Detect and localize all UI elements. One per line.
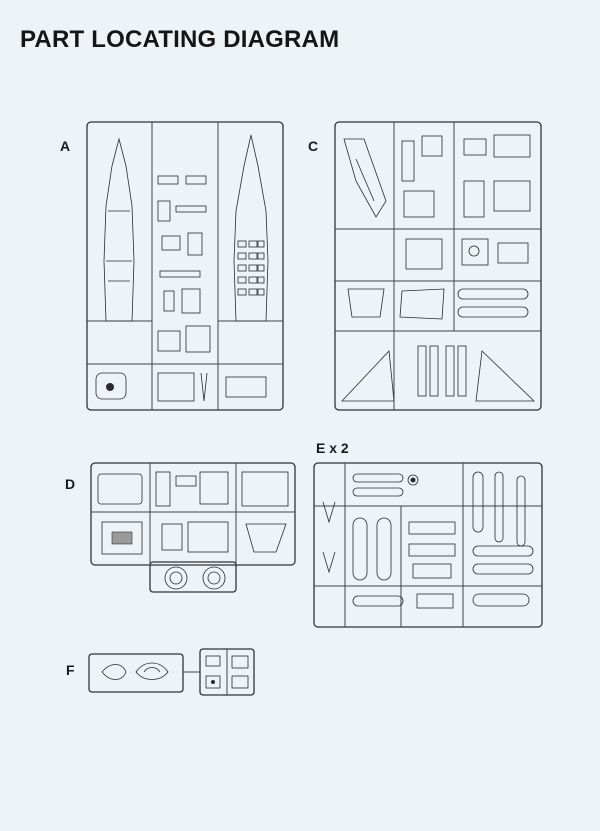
sprue-a-diagram — [86, 121, 284, 411]
page-title: PART LOCATING DIAGRAM — [20, 26, 340, 53]
sprue-f-diagram — [88, 648, 255, 696]
sprue-a-label: A — [60, 138, 71, 154]
sprue-e-diagram — [313, 462, 543, 628]
sprue-c-label: C — [308, 138, 319, 154]
sprue-d-diagram — [90, 462, 296, 593]
sprue-e-label: E x 2 — [316, 440, 349, 456]
sprue-f-label: F — [66, 662, 75, 678]
sprue-c-diagram — [334, 121, 542, 411]
sprue-d-label: D — [65, 476, 76, 492]
